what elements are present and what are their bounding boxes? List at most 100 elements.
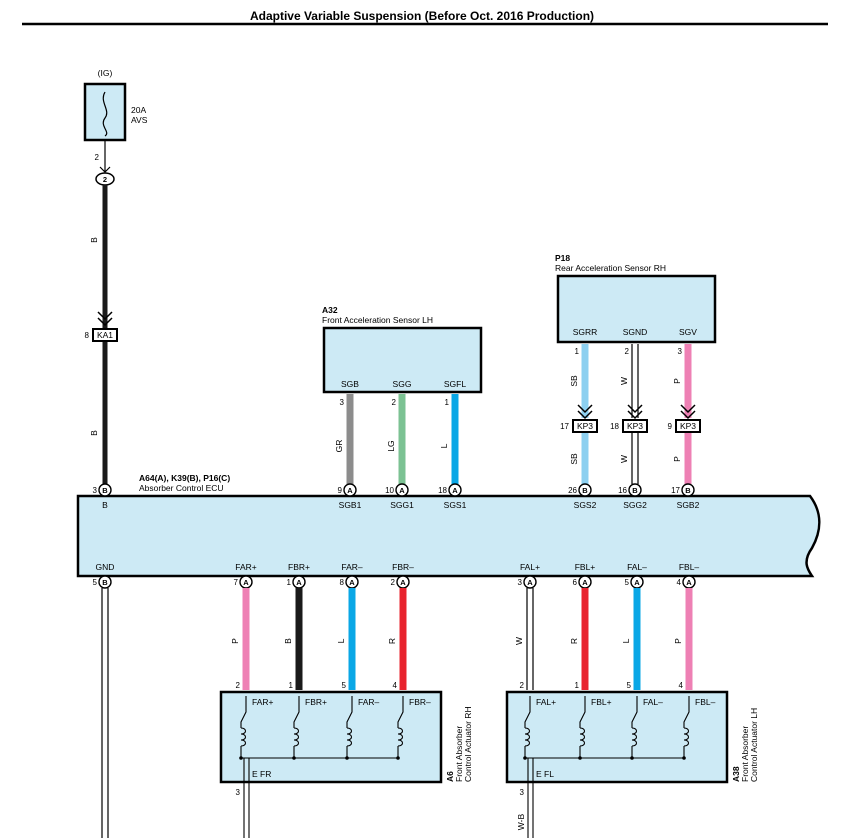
- a38-pin-label-0: FAL+: [536, 697, 556, 707]
- junction-label: 2: [103, 175, 107, 184]
- ecu-top-pin-num-5: 16: [618, 486, 627, 495]
- kp3-box-1: [622, 419, 648, 433]
- ecu-top-pin-num-0: 3: [93, 486, 98, 495]
- a38-box: [505, 690, 729, 784]
- ecu-bottom-pin-num-3: 8: [340, 578, 345, 587]
- ka1-pin: 8: [85, 331, 90, 340]
- p18-wire-code-upper-1: W: [619, 377, 629, 385]
- ecu-top-pin-label-1: SGB1: [339, 500, 362, 510]
- ka1-arrow-icon: [97, 311, 113, 327]
- a38-coil-icon-0: [524, 727, 531, 747]
- ecu-bottom-pin-8-conn: A: [686, 578, 692, 587]
- a32-box: [322, 326, 483, 394]
- a6-pin-num-2: 5: [342, 681, 347, 690]
- ecu-top-pin-1-conn: A: [347, 486, 353, 495]
- a38-wire-code-0: W: [514, 637, 524, 645]
- wire-code-b-upper: B: [89, 237, 99, 243]
- a32-pin-label-0: SGB: [341, 379, 359, 389]
- a38-pin-num-3: 4: [679, 681, 684, 690]
- ecu-bottom-pin-5-conn: A: [527, 578, 533, 587]
- fuse-arrow-icon: [99, 166, 111, 173]
- kp3-pin-0: 17: [560, 422, 569, 431]
- a6-lead-3: [397, 696, 404, 728]
- ecu-bottom-pin-num-1: 7: [234, 578, 239, 587]
- ecu-bottom-pin-1-conn: A: [243, 578, 249, 587]
- ecu-bottom-pin-2-conn: A: [296, 578, 302, 587]
- ecu-top-pin-0-circle: [98, 483, 112, 497]
- a6-wire-code-3: R: [387, 638, 397, 644]
- p18-pin-label-2: SGV: [679, 327, 697, 337]
- a32-pin-num-0: 3: [340, 398, 345, 407]
- a6-box: [219, 690, 443, 784]
- ecu-bottom-pin-label-1: FAR+: [235, 562, 257, 572]
- a38-pin-num-1: 1: [575, 681, 580, 690]
- ecu-name: Absorber Control ECU: [139, 483, 224, 493]
- a38-ground-label: E FL: [536, 769, 554, 779]
- a6-coil-icon-2: [346, 727, 353, 747]
- ecu-bottom-pin-num-8: 4: [677, 578, 682, 587]
- fuse-pin: 2: [95, 153, 100, 162]
- ecu-top-pins: B3BA9SGB1A10SGG1A18SGS1B26SGS2B16SGG2B17…: [93, 483, 700, 510]
- a6-name-line1: Front Absorber: [454, 726, 464, 782]
- a32-name: Front Acceleration Sensor LH: [322, 315, 433, 325]
- a38-wire-code-3: P: [673, 638, 683, 644]
- kp3-pin-1: 18: [610, 422, 619, 431]
- p18-wire-code-lower-0: SB: [569, 453, 579, 465]
- a38-pin-num-2: 5: [627, 681, 632, 690]
- ecu-top-pin-label-4: SGS2: [574, 500, 597, 510]
- a38-name-line2: Control Actuator LH: [749, 708, 759, 782]
- ecu-bottom-pin-num-2: 1: [287, 578, 292, 587]
- ecu-bottom-pins: GNDB5FAR+A7FBR+A1FAR–A8FBR–A2FAL+A3FBL+A…: [93, 562, 699, 589]
- ecu-top-pin-label-2: SGG1: [390, 500, 414, 510]
- kp3-box-0: [572, 419, 598, 433]
- ecu-top-pin-6-conn: B: [685, 486, 691, 495]
- ecu-top-pin-num-4: 26: [568, 486, 577, 495]
- ecu-top-pin-3-circle: [448, 483, 462, 497]
- kp3-label-1: KP3: [627, 421, 643, 431]
- a38-coil-icon-2: [631, 727, 638, 747]
- kp3-pin-2: 9: [668, 422, 673, 431]
- p18-pin-num-1: 2: [625, 347, 630, 356]
- ecu-bottom-pin-label-2: FBR+: [288, 562, 310, 572]
- a6-coil-icon-1: [293, 727, 300, 747]
- ecu-top-pin-2-conn: A: [399, 486, 405, 495]
- a6-lead-1: [293, 696, 300, 728]
- ecu-top-pin-1-circle: [343, 483, 357, 497]
- a38-name-line1: Front Absorber: [740, 726, 750, 782]
- page-title: Adaptive Variable Suspension (Before Oct…: [250, 9, 594, 23]
- a38-coil-icon-1: [579, 727, 586, 747]
- ecu-top-pin-6-circle: [681, 483, 695, 497]
- p18-id: P18: [555, 253, 570, 263]
- ecu-bottom-pin-num-7: 5: [625, 578, 630, 587]
- ecu-bottom-pin-5-circle: [523, 575, 537, 589]
- fuse-name: AVS: [131, 115, 148, 125]
- ecu-top-pin-label-0: B: [102, 500, 108, 510]
- a38-ground-pin: 3: [520, 788, 525, 797]
- p18-wire-code-lower-2: P: [672, 456, 682, 462]
- ecu-bottom-pin-0-circle: [98, 575, 112, 589]
- a6-pin-num-0: 2: [236, 681, 241, 690]
- a6-name-line2: Control Actuator RH: [463, 706, 473, 782]
- ecu-bottom-pin-4-conn: A: [400, 578, 406, 587]
- kp3-arrow-icon-0: [577, 404, 593, 420]
- a6-id: A6: [445, 771, 455, 782]
- ecu-top-pin-4-circle: [578, 483, 592, 497]
- a6-lead-2: [346, 696, 353, 728]
- ecu-bottom-pin-label-6: FBL+: [575, 562, 596, 572]
- a32-id: A32: [322, 305, 338, 315]
- a6-pin-label-2: FAR–: [358, 697, 380, 707]
- p18-wire-code-lower-1: W: [619, 455, 629, 463]
- a38-ground-wire-code: W-B: [516, 813, 526, 830]
- ecu-top-pin-label-5: SGG2: [623, 500, 647, 510]
- ecu-top-pin-label-6: SGB2: [677, 500, 700, 510]
- a38-lead-0: [524, 696, 531, 728]
- ecu-bottom-pin-label-7: FAL–: [627, 562, 647, 572]
- a32-pin-num-1: 2: [392, 398, 397, 407]
- ecu-top-pin-num-1: 9: [338, 486, 343, 495]
- ecu-bottom-pin-7-conn: A: [634, 578, 640, 587]
- a32-pin-label-1: SGG: [393, 379, 412, 389]
- a6-wire-code-0: P: [230, 638, 240, 644]
